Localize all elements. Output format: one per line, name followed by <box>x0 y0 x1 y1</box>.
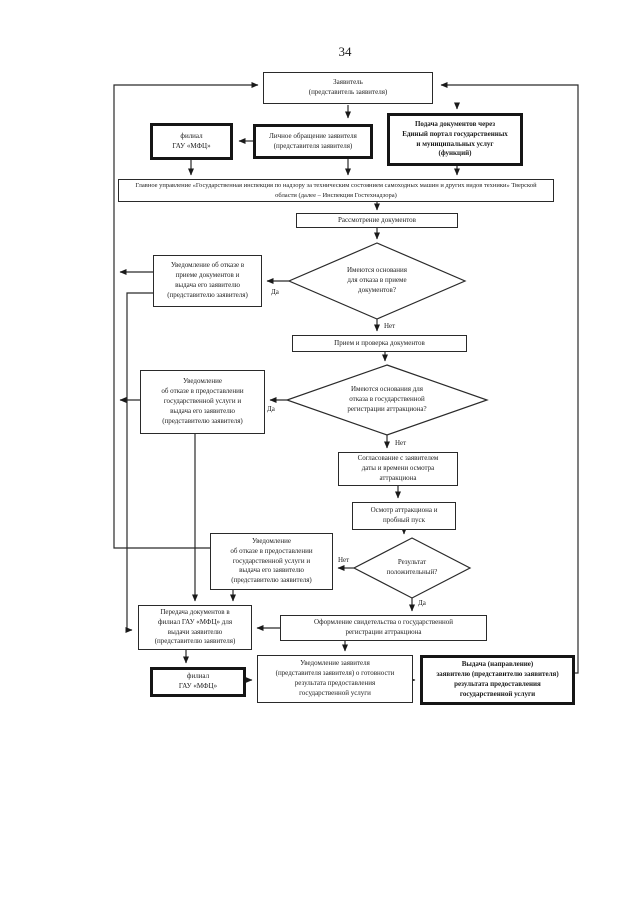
node-vydacha: Выдача (направление) заявителю (представ… <box>420 655 575 705</box>
node-rassmotrenie: Рассмотрение документов <box>296 213 458 228</box>
node-osmotr: Осмотр аттракциона и пробный пуск <box>352 502 456 530</box>
decision-registr-label: Имеются основания для отказа в государст… <box>347 385 427 413</box>
edge-vydacha-to-zayavitel <box>440 82 579 674</box>
node-podacha-epgu: Подача документов через Единый портал го… <box>387 113 523 166</box>
decision-priem-label: Имеются основания для отказа в приеме до… <box>346 266 407 294</box>
node-lichnoe-obrashchenie: Личное обращение заявителя (представител… <box>253 124 373 159</box>
node-peredacha-mfc: Передача документов в филиал ГАУ «МФЦ» д… <box>138 605 252 650</box>
edge-label-net-3: Нет <box>338 556 350 564</box>
edge-label-da-3: Да <box>418 599 426 607</box>
node-uved-gotovnost: Уведомление заявителя (представителя зая… <box>257 655 413 703</box>
node-priem-proverka: Прием и проверка документов <box>292 335 467 352</box>
node-uved-otkaz-usluga-2: Уведомление об отказе в предоставлении г… <box>210 533 333 590</box>
page-number: 34 <box>338 44 352 59</box>
node-filial-mfc-top: филиал ГАУ «МФЦ» <box>150 123 233 160</box>
edge-label-da-1: Да <box>271 288 279 296</box>
edge-label-net-2: Нет <box>395 439 407 447</box>
node-glavnoe-upravlenie: Главное управление «Государственная инсп… <box>118 179 554 202</box>
decision-rezultat-label: Результат положительный? <box>386 558 438 576</box>
edge-label-net-1: Нет <box>384 322 396 330</box>
edge-uved3-to-zayavitel <box>113 82 259 549</box>
node-zayavitel: Заявитель (представитель заявителя) <box>263 72 433 104</box>
node-uved-otkaz-usluga-1: Уведомление об отказе в предоставлении г… <box>140 370 265 434</box>
node-uved-otkaz-priem: Уведомление об отказе в приеме документо… <box>153 255 262 307</box>
edge-label-da-2: Да <box>267 405 275 413</box>
node-soglasovanie: Согласование с заявителем даты и времени… <box>338 452 458 486</box>
node-filial-mfc-bottom: филиал ГАУ «МФЦ» <box>150 667 246 697</box>
edge-uved1-to-peredacha <box>125 292 153 633</box>
node-oformlenie: Оформление свидетельства о государственн… <box>280 615 487 641</box>
